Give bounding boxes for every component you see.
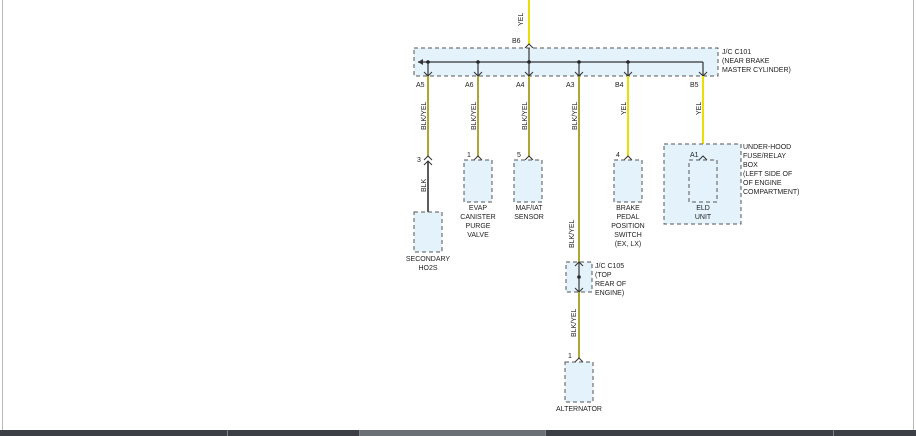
alternator-label: ALTERNATOR [556,406,602,413]
jc-c101-line2: MASTER CYLINDER) [722,67,791,74]
wire-b4-label: YEL [621,102,628,115]
pin-a4-label: A4 [516,82,525,89]
brake-switch-box [613,159,643,203]
wire-ho2s-blk-label: BLK [421,178,428,192]
wire-a5-label: BLK/YEL [421,101,428,130]
bus-arrow-icon [418,59,423,65]
pin-a6-label: A6 [465,82,474,89]
fuse-box-line5: OF ENGINE [743,180,782,187]
taskbar-item[interactable] [0,430,228,436]
wire-b5-label: YEL [696,102,703,115]
brake-switch-label-2: PEDAL [617,214,640,221]
brake-switch-label-4: SWITCH [614,232,642,239]
evap-label-4: VALVE [467,232,489,239]
pin-b6-label: B6 [512,38,521,45]
maf-label-1: MAF/IAT [515,205,543,212]
pin-a3-label: A3 [566,82,575,89]
fuse-box-line1: UNDER-HOOD [743,144,791,151]
brake-switch-label-3: POSITION [611,223,644,230]
jc-c105-line1: J/C C105 [595,263,624,270]
eld-pin: A1 [690,152,699,159]
alternator-box [564,361,594,403]
wire-a6-label: BLK/YEL [471,101,478,130]
taskbar-item-active[interactable] [360,430,546,436]
maf-box [513,159,543,203]
jc-c105-line4: ENGINE) [595,290,624,297]
brake-switch-label-5: (EX, LX) [615,241,641,248]
wire-a3-label-upper: BLK/YEL [572,101,579,130]
jc-c105-line3: REAR OF [595,281,626,288]
evap-pin: 1 [467,152,471,159]
taskbar-item[interactable] [834,430,916,436]
pin-b4-label: B4 [615,82,624,89]
eld-label-2: UNIT [695,214,712,221]
evap-label-1: EVAP [469,205,487,212]
terminal-alternator [574,357,584,363]
eld-box [688,159,718,203]
eld-label-1: ELD [696,205,710,212]
fuse-box-line6: COMPARTMENT) [743,189,800,196]
brake-switch-label-1: BRAKE [616,205,640,212]
terminal-evap [473,155,483,161]
alternator-pin: 1 [568,353,572,360]
fuse-box-line2: FUSE/RELAY [743,153,786,160]
secondary-ho2s-label-1: SECONDARY [406,256,451,263]
taskbar-item[interactable] [228,430,360,436]
evap-label-3: PURGE [466,223,491,230]
wire-alternator-label: BLK/YEL [571,308,578,337]
maf-label-2: SENSOR [514,214,544,221]
secondary-ho2s-label-2: HO2S [418,265,437,272]
jc-c101-title: J/C C101 [722,49,751,56]
top-wire-label: YEL [518,13,525,26]
fuse-box-line4: (LEFT SIDE OF [743,171,792,178]
jc-c101-line1: (NEAR BRAKE [722,58,770,65]
terminal-maf [524,155,534,161]
evap-label-2: CANISTER [460,214,495,221]
taskbar [0,430,916,436]
fuse-box-line3: BOX [743,162,758,169]
jc-c105-line2: (TOP [595,272,612,279]
wire-a4-label: BLK/YEL [522,101,529,130]
pin-b5-label: B5 [690,82,699,89]
maf-pin: 5 [517,152,521,159]
brake-switch-pin: 4 [616,152,620,159]
secondary-ho2s-box [413,211,443,253]
wire-a3-label-lower: BLK/YEL [569,219,576,248]
pin-a5-label: A5 [416,82,425,89]
terminal-brake-switch [623,155,633,161]
evap-box [463,159,493,203]
terminal-eld [698,155,708,161]
ho2s-inline-pin: 3 [417,157,421,164]
taskbar-item[interactable] [546,430,834,436]
terminal-b6 [524,43,534,49]
